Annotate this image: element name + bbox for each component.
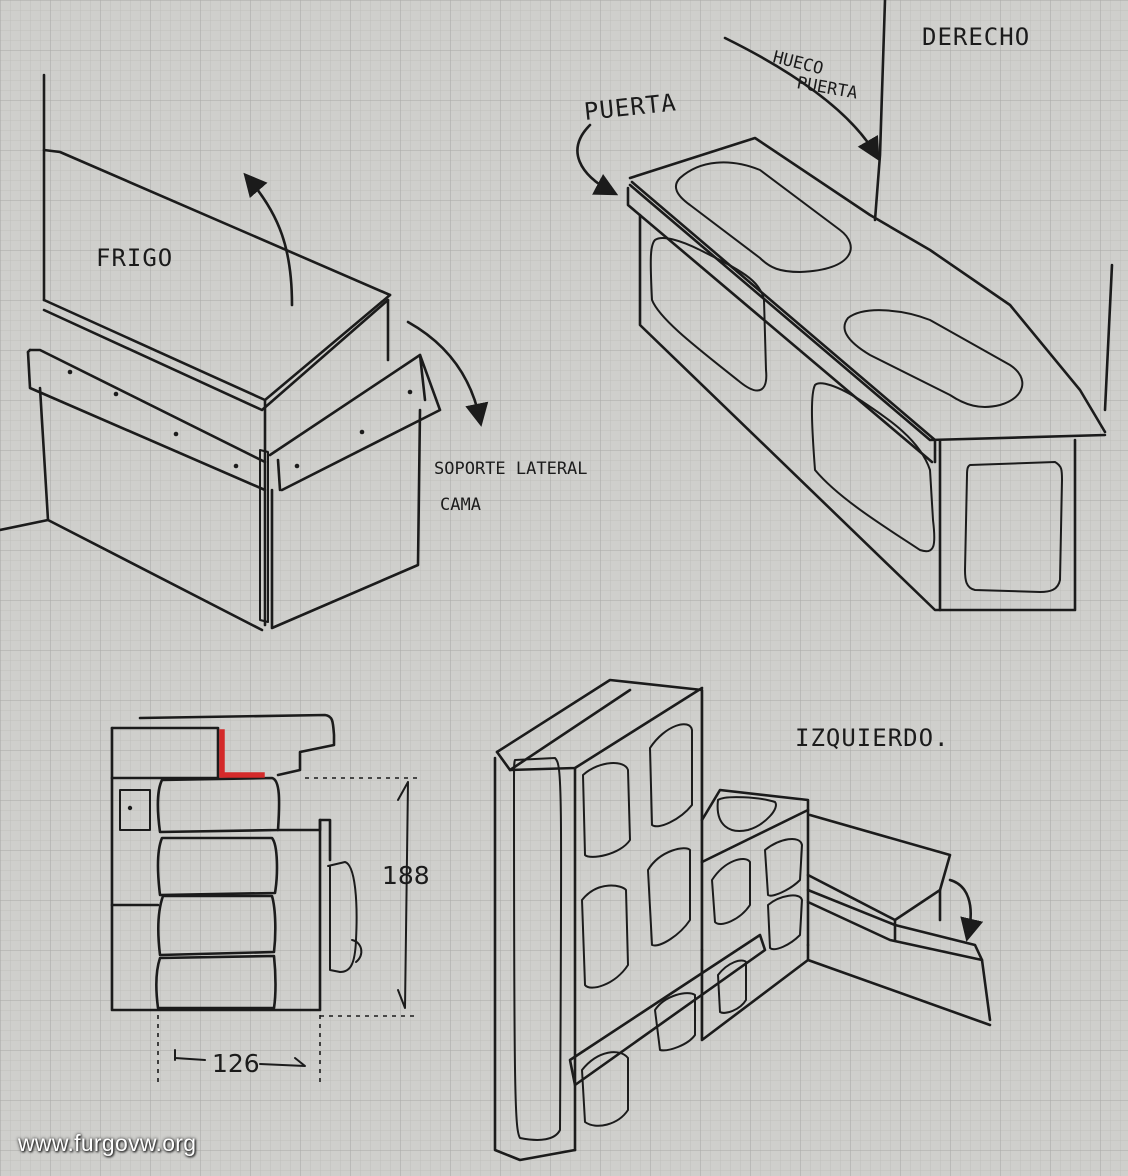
sketch-floor-plan xyxy=(110,713,418,1085)
label-derecho: DERECHO xyxy=(922,23,1030,51)
sketch-izquierdo-unit xyxy=(493,678,992,1162)
label-soporte-lateral: SOPORTE LATERAL xyxy=(434,459,588,479)
watermark: www.furgovw.org xyxy=(18,1130,197,1156)
label-izquierdo: IZQUIERDO. xyxy=(795,724,950,752)
label-cama: CAMA xyxy=(440,495,481,515)
dimension-width: 126 xyxy=(212,1049,260,1078)
red-corner-mark xyxy=(219,729,265,778)
sketch-derecho-bench xyxy=(576,0,1114,612)
label-frigo: FRIGO xyxy=(96,244,173,272)
dimension-height: 188 xyxy=(382,861,430,890)
rail-screws xyxy=(67,369,413,469)
sketch-fridge-cabinet xyxy=(0,73,489,632)
